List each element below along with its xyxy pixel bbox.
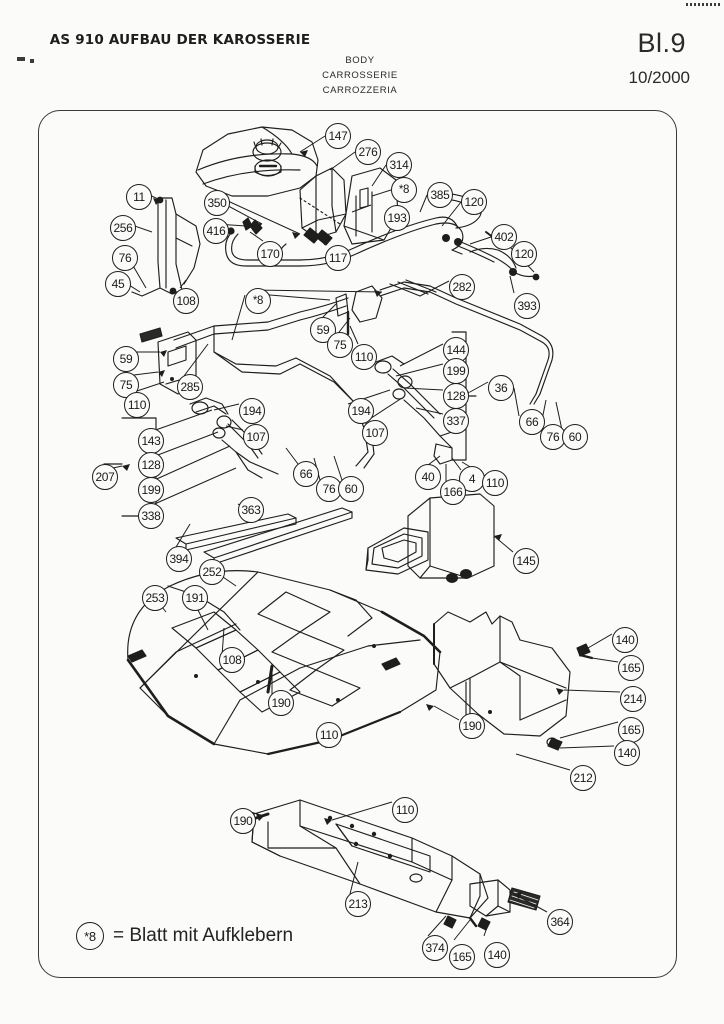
callout-76[interactable]: 76 (112, 245, 138, 271)
callout-214[interactable]: 214 (620, 686, 646, 712)
callout-276[interactable]: 276 (355, 139, 381, 165)
subtitle-italian: CARROZZERIA (322, 85, 398, 96)
callout-364[interactable]: 364 (547, 909, 573, 935)
callout-256[interactable]: 256 (110, 215, 136, 241)
callout-110[interactable]: 110 (351, 344, 377, 370)
callout-314[interactable]: 314 (386, 152, 412, 178)
callout-108[interactable]: 108 (173, 288, 199, 314)
callout-128[interactable]: 128 (138, 452, 164, 478)
callout-191[interactable]: 191 (182, 585, 208, 611)
callout-76[interactable]: 76 (540, 424, 566, 450)
callout-199[interactable]: 199 (443, 358, 469, 384)
callout-107[interactable]: 107 (362, 420, 388, 446)
callout-110[interactable]: 110 (482, 470, 508, 496)
callout-star8[interactable]: *8 (391, 177, 417, 203)
subtitle-french: CARROSSERIE (322, 70, 398, 81)
callout-60[interactable]: 60 (562, 424, 588, 450)
callout-140[interactable]: 140 (614, 740, 640, 766)
callout-143[interactable]: 143 (138, 428, 164, 454)
callout-120[interactable]: 120 (511, 241, 537, 267)
callout-11[interactable]: 11 (126, 184, 152, 210)
sheet-number: Bl.9 (637, 28, 686, 58)
callout-165[interactable]: 165 (618, 717, 644, 743)
callout-59[interactable]: 59 (113, 346, 139, 372)
callout-190[interactable]: 190 (230, 808, 256, 834)
callout-147[interactable]: 147 (325, 123, 351, 149)
callout-110[interactable]: 110 (392, 797, 418, 823)
legend-marker-badge: *8 (76, 922, 104, 950)
callout-117[interactable]: 117 (325, 245, 351, 271)
callout-253[interactable]: 253 (142, 585, 168, 611)
callout-76[interactable]: 76 (316, 476, 342, 502)
callout-166[interactable]: 166 (440, 479, 466, 505)
scan-artifact-icon (63, 37, 65, 39)
sheet-header: AS 910 AUFBAU DER KAROSSERIE BODY CARROS… (0, 0, 724, 105)
callout-108[interactable]: 108 (219, 647, 245, 673)
callout-star8[interactable]: *8 (245, 288, 271, 314)
callout-194[interactable]: 194 (348, 398, 374, 424)
callout-282[interactable]: 282 (449, 274, 475, 300)
callout-385[interactable]: 385 (427, 182, 453, 208)
callout-199[interactable]: 199 (138, 477, 164, 503)
callout-363[interactable]: 363 (238, 497, 264, 523)
callout-213[interactable]: 213 (345, 891, 371, 917)
callout-40[interactable]: 40 (415, 464, 441, 490)
callout-374[interactable]: 374 (422, 935, 448, 961)
callout-66[interactable]: 66 (293, 461, 319, 487)
callout-140[interactable]: 140 (484, 942, 510, 968)
callout-337[interactable]: 337 (443, 408, 469, 434)
callout-193[interactable]: 193 (384, 205, 410, 231)
callout-128[interactable]: 128 (443, 383, 469, 409)
sheet-date: 10/2000 (628, 68, 690, 87)
callout-194[interactable]: 194 (239, 398, 265, 424)
scan-artifact-icon (30, 59, 34, 63)
callout-170[interactable]: 170 (257, 241, 283, 267)
callout-110[interactable]: 110 (316, 722, 342, 748)
callout-165[interactable]: 165 (618, 655, 644, 681)
callout-394[interactable]: 394 (166, 546, 192, 572)
callout-393[interactable]: 393 (514, 293, 540, 319)
callout-350[interactable]: 350 (204, 190, 230, 216)
callout-252[interactable]: 252 (199, 559, 225, 585)
callout-285[interactable]: 285 (177, 374, 203, 400)
diagram-frame (38, 110, 677, 978)
callout-110[interactable]: 110 (124, 392, 150, 418)
subtitle-english: BODY (345, 55, 375, 66)
callout-207[interactable]: 207 (92, 464, 118, 490)
legend-text: = Blatt mit Aufklebern (113, 925, 294, 946)
callout-120[interactable]: 120 (461, 189, 487, 215)
callout-60[interactable]: 60 (338, 476, 364, 502)
callout-75[interactable]: 75 (327, 332, 353, 358)
callout-45[interactable]: 45 (105, 271, 131, 297)
callout-190[interactable]: 190 (459, 713, 485, 739)
callout-145[interactable]: 145 (513, 548, 539, 574)
callout-190[interactable]: 190 (268, 690, 294, 716)
scan-artifact-icon (17, 57, 25, 61)
callout-338[interactable]: 338 (138, 503, 164, 529)
page-title: AS 910 AUFBAU DER KAROSSERIE (49, 32, 311, 48)
callout-36[interactable]: 36 (488, 375, 514, 401)
scan-artifact-icon (686, 3, 722, 6)
callout-416[interactable]: 416 (203, 218, 229, 244)
legend: *8 = Blatt mit Aufklebern (76, 922, 293, 950)
callout-140[interactable]: 140 (612, 627, 638, 653)
callout-165[interactable]: 165 (449, 944, 475, 970)
callout-212[interactable]: 212 (570, 765, 596, 791)
callout-107[interactable]: 107 (243, 424, 269, 450)
